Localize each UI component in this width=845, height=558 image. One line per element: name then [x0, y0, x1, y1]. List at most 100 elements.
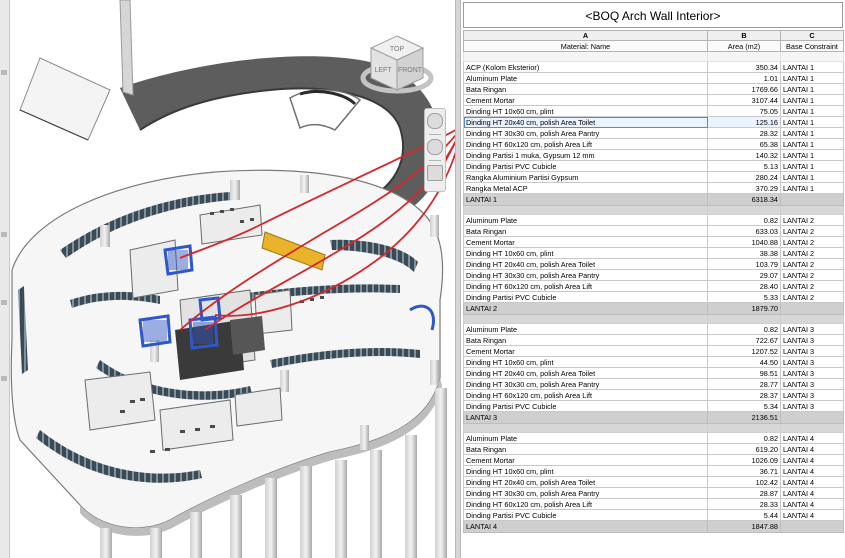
area-cell[interactable]: 1207.52 [707, 345, 781, 357]
material-name-cell[interactable]: Bata Ringan [463, 334, 708, 346]
material-name-cell[interactable]: Dinding HT 20x40 cm, polish Area Toilet [463, 258, 708, 270]
base-constraint-cell[interactable]: LANTAI 1 [780, 138, 844, 150]
material-name-cell[interactable]: Dinding HT 10x60 cm, plint [463, 247, 708, 259]
base-constraint-cell[interactable]: LANTAI 4 [780, 487, 844, 499]
material-name-cell[interactable]: Dinding HT 20x40 cm, polish Area Toilet [463, 116, 708, 128]
column-header-base-constraint[interactable]: Base Constraint [780, 40, 844, 52]
material-name-cell[interactable]: Bata Ringan [463, 225, 708, 237]
base-constraint-cell[interactable]: LANTAI 2 [780, 269, 844, 281]
building-3d-model[interactable] [0, 0, 455, 558]
base-constraint-cell[interactable]: LANTAI 4 [780, 465, 844, 477]
base-constraint-cell[interactable]: LANTAI 1 [780, 127, 844, 139]
material-name-cell[interactable]: Dinding HT 30x30 cm, polish Area Pantry [463, 127, 708, 139]
material-name-cell[interactable]: Rangka Aluminium Partisi Gypsum [463, 171, 708, 183]
area-cell[interactable]: 103.79 [707, 258, 781, 270]
area-cell[interactable]: 28.37 [707, 389, 781, 401]
area-cell[interactable]: 5.44 [707, 509, 781, 521]
area-cell[interactable]: 125.16 [707, 116, 781, 128]
material-name-cell[interactable]: Dinding HT 10x60 cm, plint [463, 465, 708, 477]
base-constraint-cell[interactable]: LANTAI 2 [780, 280, 844, 292]
base-constraint-cell[interactable]: LANTAI 3 [780, 356, 844, 368]
base-constraint-cell[interactable]: LANTAI 3 [780, 378, 844, 390]
column-letter[interactable]: B [707, 30, 781, 41]
base-constraint-cell[interactable]: LANTAI 3 [780, 334, 844, 346]
material-name-cell[interactable]: Cement Mortar [463, 94, 708, 106]
base-constraint-cell[interactable]: LANTAI 4 [780, 509, 844, 521]
material-name-cell[interactable]: Dinding Partisi PVC Cubicle [463, 400, 708, 412]
material-name-cell[interactable]: Dinding HT 30x30 cm, polish Area Pantry [463, 487, 708, 499]
base-constraint-cell[interactable]: LANTAI 1 [780, 61, 844, 73]
column-letter[interactable]: C [780, 30, 844, 41]
base-constraint-cell[interactable]: LANTAI 1 [780, 160, 844, 172]
area-cell[interactable]: 5.33 [707, 291, 781, 303]
base-constraint-cell[interactable]: LANTAI 2 [780, 236, 844, 248]
base-constraint-cell[interactable]: LANTAI 4 [780, 443, 844, 455]
base-constraint-cell[interactable]: LANTAI 1 [780, 83, 844, 95]
base-constraint-cell[interactable]: LANTAI 1 [780, 72, 844, 84]
area-cell[interactable]: 28.33 [707, 498, 781, 510]
base-constraint-cell[interactable]: LANTAI 1 [780, 116, 844, 128]
area-cell[interactable]: 1026.09 [707, 454, 781, 466]
material-name-cell[interactable]: Dinding HT 60x120 cm, polish Area Lift [463, 498, 708, 510]
area-cell[interactable]: 1.01 [707, 72, 781, 84]
base-constraint-cell[interactable]: LANTAI 3 [780, 389, 844, 401]
material-name-cell[interactable]: Bata Ringan [463, 83, 708, 95]
base-constraint-cell[interactable]: LANTAI 3 [780, 345, 844, 357]
base-constraint-cell[interactable]: LANTAI 1 [780, 182, 844, 194]
area-cell[interactable]: 5.34 [707, 400, 781, 412]
edge-handle[interactable] [1, 232, 7, 237]
base-constraint-cell[interactable]: LANTAI 4 [780, 454, 844, 466]
material-name-cell[interactable]: Dinding HT 60x120 cm, polish Area Lift [463, 389, 708, 401]
base-constraint-cell[interactable]: LANTAI 4 [780, 432, 844, 444]
edge-handle[interactable] [1, 376, 7, 381]
base-constraint-cell[interactable]: LANTAI 2 [780, 291, 844, 303]
area-cell[interactable]: 28.32 [707, 127, 781, 139]
material-name-cell[interactable]: Aluminum Plate [463, 214, 708, 226]
view-split-divider[interactable] [455, 0, 461, 558]
area-cell[interactable]: 75.05 [707, 105, 781, 117]
area-cell[interactable]: 0.82 [707, 432, 781, 444]
material-name-cell[interactable]: Dinding HT 10x60 cm, plint [463, 356, 708, 368]
base-constraint-cell[interactable]: LANTAI 3 [780, 323, 844, 335]
area-cell[interactable]: 3107.44 [707, 94, 781, 106]
viewcube[interactable]: TOP LEFT FRONT [357, 30, 437, 110]
material-name-cell[interactable]: ACP (Kolom Eksterior) [463, 61, 708, 73]
area-cell[interactable]: 619.20 [707, 443, 781, 455]
material-name-cell[interactable]: Dinding Partisi PVC Cubicle [463, 291, 708, 303]
base-constraint-cell[interactable]: LANTAI 1 [780, 149, 844, 161]
base-constraint-cell[interactable]: LANTAI 1 [780, 94, 844, 106]
area-cell[interactable]: 28.40 [707, 280, 781, 292]
material-name-cell[interactable]: Dinding Partisi PVC Cubicle [463, 160, 708, 172]
base-constraint-cell[interactable]: LANTAI 3 [780, 367, 844, 379]
material-name-cell[interactable]: Dinding HT 30x30 cm, polish Area Pantry [463, 378, 708, 390]
area-cell[interactable]: 102.42 [707, 476, 781, 488]
area-cell[interactable]: 722.67 [707, 334, 781, 346]
edge-handle[interactable] [1, 70, 7, 75]
base-constraint-cell[interactable]: LANTAI 4 [780, 498, 844, 510]
steering-wheel-icon[interactable] [427, 113, 443, 129]
material-name-cell[interactable]: Cement Mortar [463, 454, 708, 466]
base-constraint-cell[interactable]: LANTAI 1 [780, 105, 844, 117]
area-cell[interactable]: 633.03 [707, 225, 781, 237]
material-name-cell[interactable]: Rangka Metal ACP [463, 182, 708, 194]
